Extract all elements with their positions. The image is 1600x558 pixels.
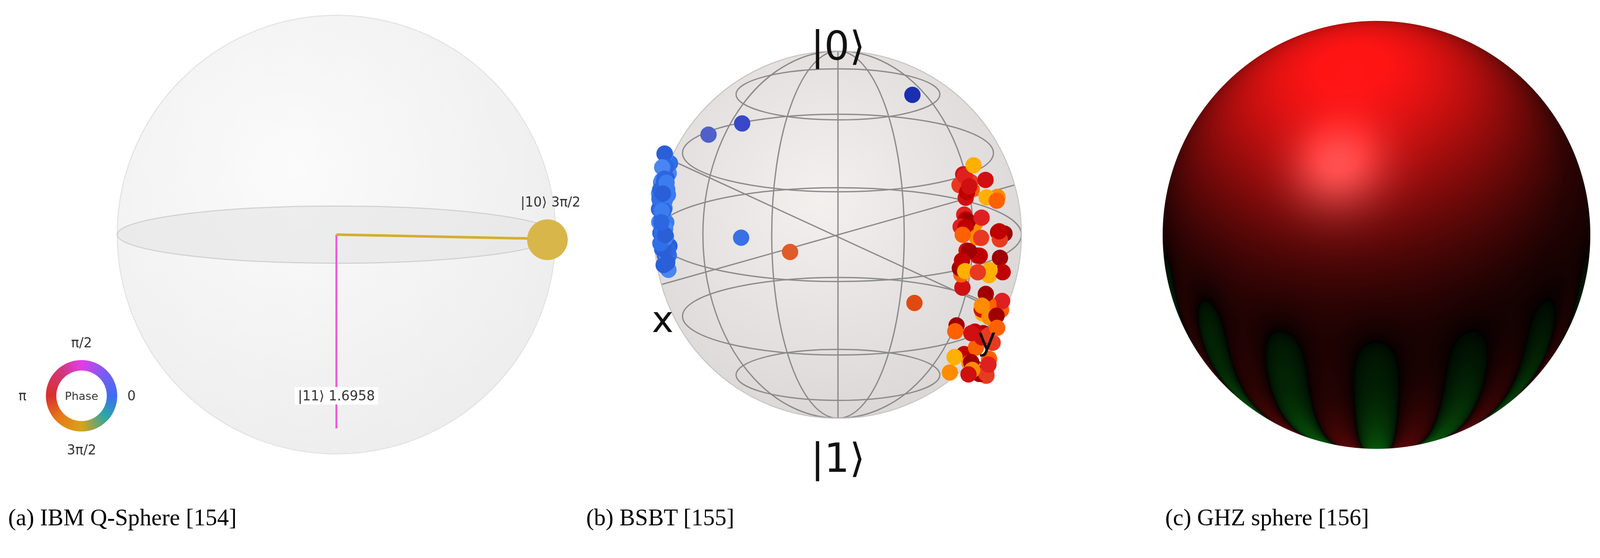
state-point — [965, 156, 982, 174]
subfigure-caption: (c) GHZ sphere [156] — [1165, 503, 1370, 531]
state-line — [336, 234, 541, 239]
bloch-sphere — [654, 50, 1022, 418]
state-point — [906, 294, 923, 311]
state-point — [973, 209, 990, 226]
q-sphere — [117, 15, 556, 454]
phase-wheel: Phase — [45, 359, 118, 432]
state-point — [941, 363, 959, 381]
axis-label: x — [651, 297, 674, 341]
state-point — [904, 86, 921, 103]
sphere-grid — [654, 50, 1022, 418]
ghz-sphere — [1157, 15, 1596, 454]
state-point — [969, 264, 986, 281]
state-point — [954, 226, 972, 243]
phase-tick: 3π/2 — [66, 441, 97, 458]
state-point — [654, 185, 672, 202]
state-point — [652, 214, 670, 231]
state-point — [973, 297, 990, 314]
state-point — [977, 171, 994, 189]
axis-label: y — [977, 320, 997, 358]
phase-tick: π — [18, 387, 27, 404]
state-point — [733, 115, 751, 132]
state-points — [650, 86, 1013, 384]
state-dot — [527, 219, 568, 260]
state-point — [659, 253, 676, 271]
state-label: |11⟩ 1.6958 — [294, 386, 378, 405]
state-point — [947, 323, 964, 340]
phase-tick: 0 — [127, 387, 137, 404]
state-point — [963, 324, 980, 342]
basis-label: |1⟩ — [810, 434, 865, 481]
sphere-outline — [654, 50, 1022, 418]
state-point — [993, 292, 1011, 309]
state-point — [960, 177, 978, 195]
state-point — [980, 356, 997, 373]
state-point — [781, 243, 799, 260]
state-point — [946, 348, 963, 365]
state-point — [960, 365, 977, 383]
phase-tick: π/2 — [71, 334, 93, 351]
basis-label: |0⟩ — [810, 22, 865, 69]
subfigure-caption: (b) BSBT [155] — [586, 503, 735, 531]
state-point — [988, 192, 1005, 209]
state-point — [732, 229, 750, 246]
state-label: |10⟩ 3π/2 — [520, 194, 581, 210]
state-point — [973, 229, 990, 246]
state-point — [700, 126, 717, 143]
subfigure-caption: (a) IBM Q-Sphere [154] — [8, 503, 237, 531]
wheel-title: Phase — [64, 389, 99, 403]
state-point — [990, 222, 1008, 240]
